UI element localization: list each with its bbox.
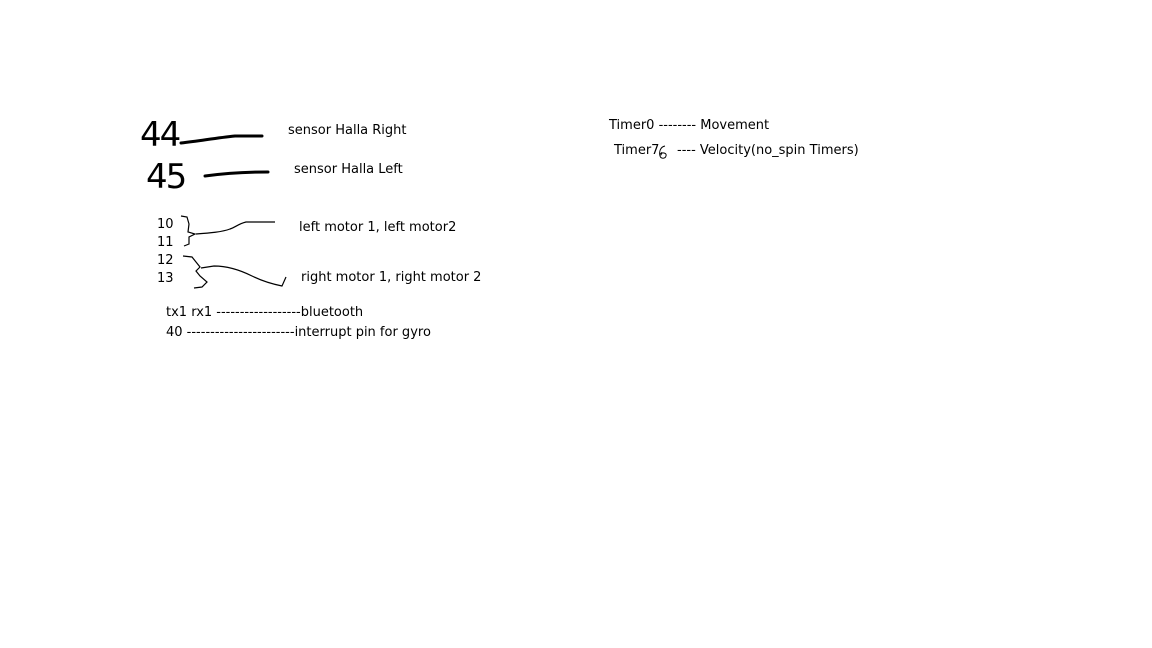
timer7-suffix: ---- Velocity(no_spin Timers) [677, 143, 859, 158]
right-motor-pin-2: 13 [157, 271, 174, 286]
left-motor-pin-2: 11 [157, 235, 174, 250]
hall-right-label: sensor Halla Right [288, 123, 407, 138]
connector-line-45 [203, 170, 270, 178]
hall-left-label: sensor Halla Left [294, 162, 403, 177]
right-motor-pin-1: 12 [157, 253, 174, 268]
bluetooth-line: tx1 rx1 ------------------bluetooth [166, 305, 364, 320]
timer0-line: Timer0 -------- Movement [609, 118, 770, 133]
connector-line-44 [179, 134, 264, 145]
connector-left-motor [195, 221, 275, 235]
left-motor-pin-1: 10 [157, 217, 174, 232]
gyro-interrupt-line: 40 -----------------------interrupt pin … [166, 325, 431, 340]
brace-left-motor [180, 215, 197, 247]
brace-right-motor [182, 255, 208, 289]
connector-right-motor [200, 265, 287, 287]
hall-right-pin: 44 [140, 115, 181, 155]
hall-left-pin: 45 [146, 157, 187, 197]
left-motor-label: left motor 1, left motor2 [299, 220, 457, 235]
timer7-prefix: Timer7, [614, 143, 664, 158]
right-motor-label: right motor 1, right motor 2 [301, 270, 482, 285]
